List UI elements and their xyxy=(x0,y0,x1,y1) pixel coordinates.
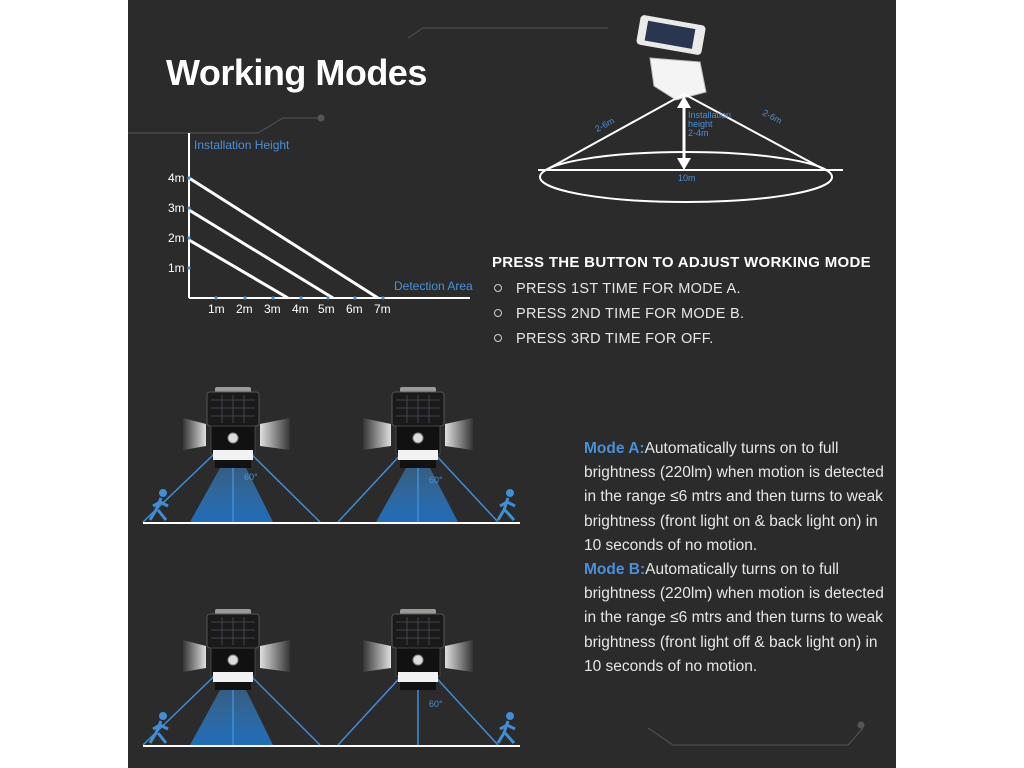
x-tick: 1m xyxy=(208,302,225,316)
list-item: PRESS 2ND TIME FOR MODE B. xyxy=(492,302,892,327)
x-tick: 3m xyxy=(264,302,281,316)
left-slant-label: 2-6m xyxy=(593,116,616,134)
angle-label: 60° xyxy=(429,475,443,485)
mode-b-text: Automatically turns on to full brightnes… xyxy=(584,561,884,675)
height-detection-chart: Installation Height Detection Area 4m 3m… xyxy=(168,133,473,316)
bullet-icon xyxy=(494,334,502,343)
mode-b-name: Mode B: xyxy=(584,561,646,579)
lamp-mode-a-2 xyxy=(337,386,499,523)
y-axis-label: Installation Height xyxy=(194,138,290,152)
mode-a-text: Automatically turns on to full brightnes… xyxy=(584,440,884,554)
diameter-label: 10m xyxy=(678,173,696,183)
list-item: PRESS 3RD TIME FOR OFF. xyxy=(492,327,892,352)
mode-illustrations: 60° 60° 60° xyxy=(142,386,520,747)
x-tick: 5m xyxy=(318,302,335,316)
runner-icons xyxy=(148,489,516,745)
y-tick: 4m xyxy=(168,171,185,185)
x-tick: 6m xyxy=(346,302,363,316)
lamp-mode-b-2 xyxy=(337,608,499,746)
height-label-line2: height xyxy=(688,119,713,129)
illustrations: Installation Height Detection Area 4m 3m… xyxy=(128,15,865,747)
x-tick: 2m xyxy=(236,302,253,316)
bullet-icon xyxy=(494,284,502,293)
x-axis-label: Detection Area xyxy=(394,279,473,293)
mode-instructions: PRESS THE BUTTON TO ADJUST WORKING MODE … xyxy=(492,254,892,352)
mode-a-description: Mode A:Automatically turns on to full br… xyxy=(584,437,894,558)
mode-descriptions: Mode A:Automatically turns on to full br… xyxy=(584,437,894,679)
y-tick: 1m xyxy=(168,261,185,275)
mode-a-name: Mode A: xyxy=(584,440,645,457)
lamp-mode-a-1 xyxy=(142,386,321,523)
product-info-panel: Installation Height Detection Area 4m 3m… xyxy=(128,0,896,768)
instructions-heading: PRESS THE BUTTON TO ADJUST WORKING MODE xyxy=(492,254,871,271)
y-tick: 2m xyxy=(168,231,185,245)
x-tick: 4m xyxy=(292,302,309,316)
mode-b-description: Mode B:Automatically turns on to full br… xyxy=(584,558,894,679)
bullet-icon xyxy=(494,309,502,318)
list-item: PRESS 1ST TIME FOR MODE A. xyxy=(492,277,892,302)
height-label-line1: Installation xyxy=(688,110,731,120)
angle-label: 60° xyxy=(429,699,443,709)
right-slant-label: 2-6m xyxy=(761,107,784,125)
decorative-lines xyxy=(128,27,865,746)
x-tick: 7m xyxy=(374,302,391,316)
angle-label: 60° xyxy=(244,472,258,482)
height-label-line3: 2-4m xyxy=(688,128,709,138)
page-title: Working Modes xyxy=(166,52,427,93)
lamp-mode-b-1 xyxy=(142,608,321,746)
detection-cone-diagram: 2-6m 2-6m Installation height 2-4m 10m xyxy=(538,15,843,203)
y-tick: 3m xyxy=(168,201,185,215)
